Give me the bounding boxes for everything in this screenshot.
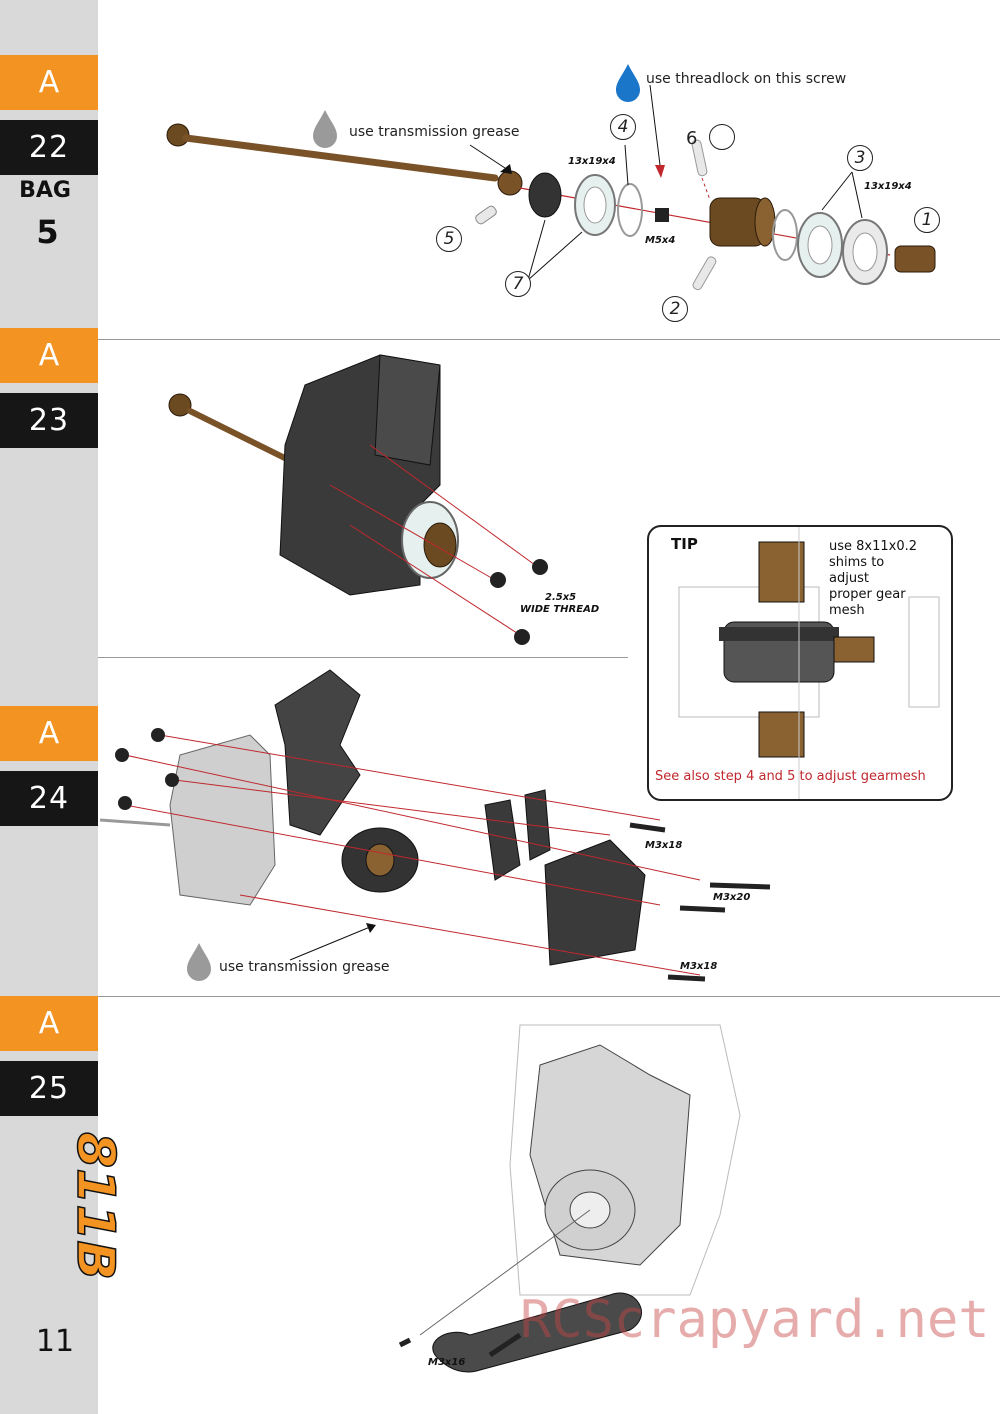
callout-4: 4	[610, 114, 636, 140]
tip-box: TIP use 8x11x0.2 shims to adjust proper …	[647, 525, 953, 801]
callout-2: 2	[662, 296, 688, 322]
callout-6-circle	[709, 124, 735, 150]
tip-title: TIP	[671, 535, 698, 553]
callout-3: 3	[847, 145, 873, 171]
screw-label-m5x4: M5x4	[645, 235, 676, 246]
step-22-number: 22	[0, 120, 98, 175]
callout-7: 7	[505, 271, 531, 297]
callout-5: 5	[436, 226, 462, 252]
step-25-exploded-view	[398, 1024, 741, 1373]
tip-line-3: adjust	[829, 571, 869, 586]
watermark: RCScrapyard.net	[520, 1290, 990, 1350]
grease-note-22: use transmission grease	[349, 124, 520, 140]
divider-23-24	[98, 657, 628, 658]
screw-label-2-5x5: 2.5x5	[545, 592, 577, 603]
tip-text: use 8x11x0.2 shims to adjust proper gear…	[829, 539, 939, 619]
step-23-letter: A	[0, 328, 98, 383]
page-number: 11	[35, 1324, 75, 1359]
brand-logo: 811B	[64, 1131, 126, 1281]
tip-footer: See also step 4 and 5 to adjust gearmesh	[655, 769, 926, 784]
screw-label-m3x18-b: M3x18	[680, 961, 718, 972]
callout-6: 6	[686, 128, 698, 149]
step-23-number: 23	[0, 393, 98, 448]
step-24-letter: A	[0, 706, 98, 761]
step-25-letter: A	[0, 996, 98, 1051]
grease-note-24: use transmission grease	[219, 959, 390, 975]
callout-1: 1	[914, 207, 940, 233]
tip-illustration	[678, 527, 940, 799]
step-24-exploded-view	[99, 669, 771, 982]
bag-label: BAG	[19, 178, 71, 203]
screw-label-m3x18-a: M3x18	[645, 840, 683, 851]
screw-label-m3x16: M3x16	[428, 1357, 466, 1368]
step-25-number: 25	[0, 1061, 98, 1116]
threadlock-note: use threadlock on this screw	[646, 71, 847, 87]
screw-label-wide-thread: WIDE THREAD	[520, 604, 600, 615]
bag-number: 5	[36, 213, 59, 251]
bearing-label-right: 13x19x4	[864, 181, 912, 192]
step-24-number: 24	[0, 771, 98, 826]
divider-22-23	[98, 339, 1000, 340]
screw-label-m3x20: M3x20	[713, 892, 751, 903]
step-23-exploded-view	[168, 354, 548, 645]
divider-24-25	[98, 996, 1000, 997]
svg-text:811B: 811B	[65, 1132, 125, 1280]
bearing-label-left: 13x19x4	[568, 156, 616, 167]
tip-line-2: shims to	[829, 555, 885, 570]
tip-line-5: mesh	[829, 603, 865, 618]
step-22-letter: A	[0, 55, 98, 110]
tip-line-1: use 8x11x0.2	[829, 539, 918, 554]
tip-line-4: proper gear	[829, 587, 906, 602]
step-22-exploded-view	[166, 64, 936, 291]
